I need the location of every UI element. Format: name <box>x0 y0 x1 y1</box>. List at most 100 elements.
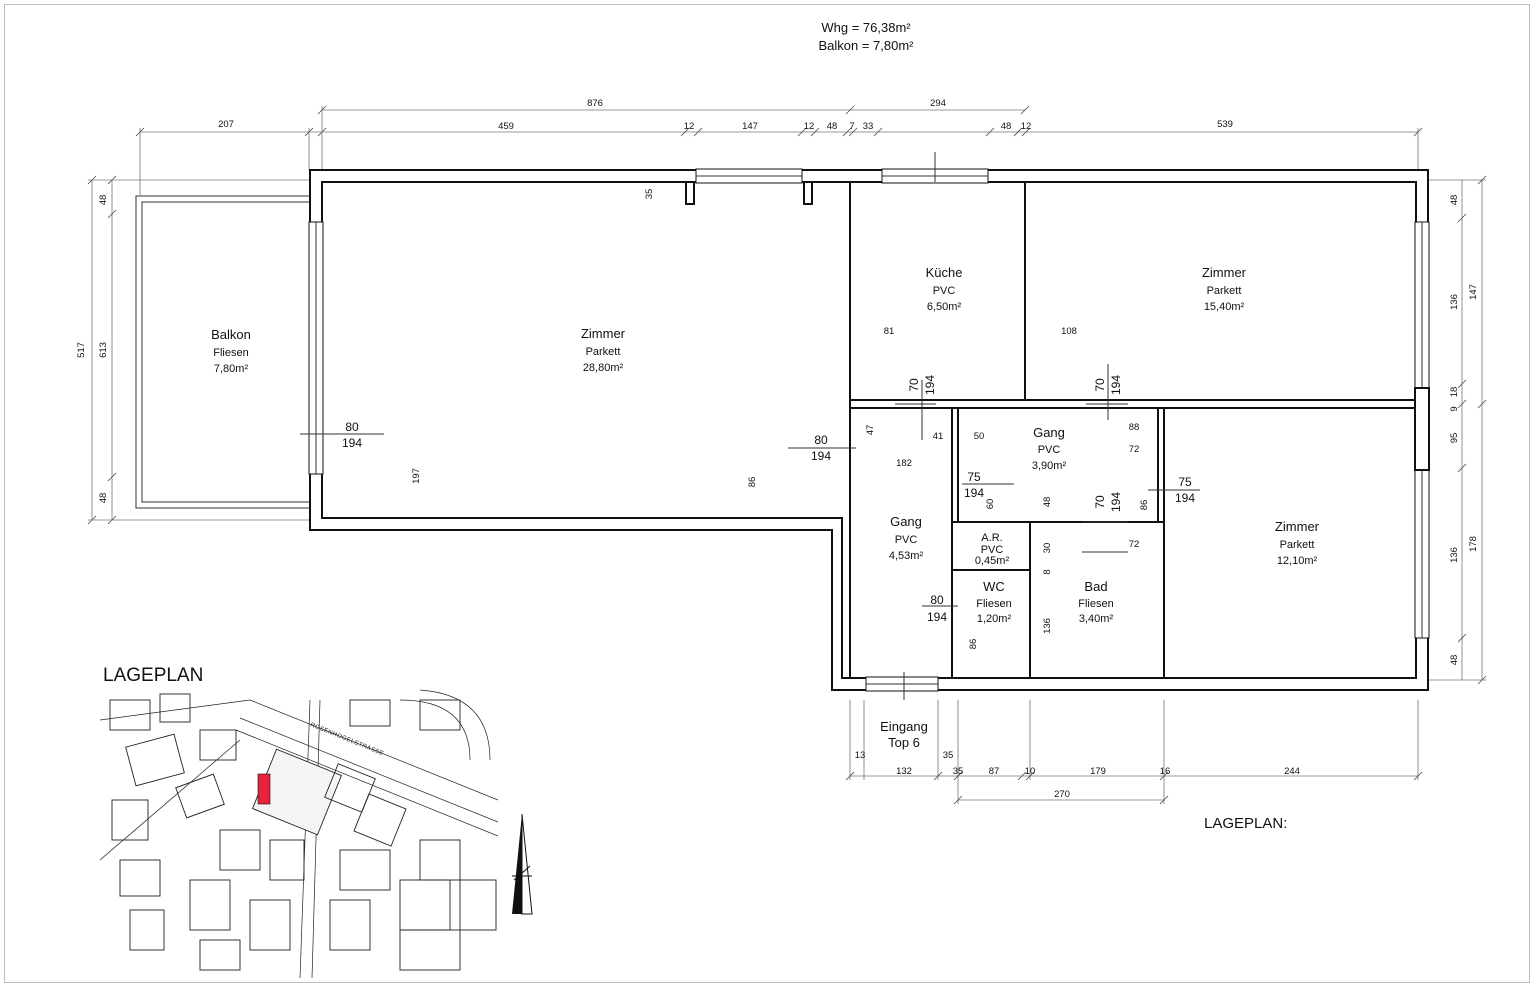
dim-left-48a: 48 <box>98 195 109 206</box>
idim-86b: 86 <box>1139 500 1150 511</box>
idim-48: 48 <box>1042 497 1053 508</box>
door3-h: 194 <box>923 375 937 395</box>
idim-72b: 72 <box>1129 539 1140 550</box>
idim-136: 136 <box>1042 618 1053 634</box>
dim-bottom-244: 244 <box>1284 766 1300 777</box>
door4-h: 194 <box>1109 375 1123 395</box>
svg-text:15,40m²: 15,40m² <box>1204 301 1245 313</box>
door5-w: 75 <box>967 470 981 484</box>
idim-41: 41 <box>933 431 944 442</box>
dim-left-517: 517 <box>76 342 87 358</box>
svg-text:PVC: PVC <box>933 285 956 297</box>
lageplan-title: LAGEPLAN <box>103 665 203 686</box>
svg-text:Top 6: Top 6 <box>888 735 920 750</box>
svg-text:PVC: PVC <box>981 544 1004 556</box>
idim-30: 30 <box>1042 543 1053 554</box>
svg-text:Zimmer: Zimmer <box>1202 265 1247 280</box>
idim-182: 182 <box>896 458 912 469</box>
summary-balkon: Balkon = 7,80m² <box>818 38 914 53</box>
idim-197: 197 <box>411 468 422 484</box>
north-arrow-icon <box>512 813 533 915</box>
dim-top-147: 147 <box>742 121 758 132</box>
svg-text:0,45m²: 0,45m² <box>975 555 1010 567</box>
dim-left-48b: 48 <box>98 493 109 504</box>
svg-text:Zimmer: Zimmer <box>1275 519 1320 534</box>
dim-bottom-35a: 35 <box>943 750 954 761</box>
svg-text:Gang: Gang <box>1033 425 1065 440</box>
dim-left-613: 613 <box>98 342 109 358</box>
dim-top-7: 7 <box>849 121 854 132</box>
inner-dimension-labels: 35 197 86 81 108 47 41 182 50 88 72 60 4… <box>411 189 1150 650</box>
svg-text:3,40m²: 3,40m² <box>1079 613 1114 625</box>
dim-top-876: 876 <box>587 98 603 109</box>
svg-text:3,90m²: 3,90m² <box>1032 460 1067 472</box>
svg-text:Fliesen: Fliesen <box>1078 598 1113 610</box>
idim-108: 108 <box>1061 326 1077 337</box>
svg-text:Zimmer: Zimmer <box>581 326 626 341</box>
door8-w: 80 <box>930 593 944 607</box>
door7-h: 194 <box>1109 492 1123 512</box>
right-dimensions: 48 136 147 18 9 95 136 178 48 <box>1428 175 1487 685</box>
dim-right-48b: 48 <box>1449 655 1460 666</box>
svg-text:4,53m²: 4,53m² <box>889 550 924 562</box>
door7-w: 70 <box>1093 495 1107 509</box>
dim-bottom-10: 10 <box>1025 766 1036 777</box>
dim-bottom-13: 13 <box>855 750 866 761</box>
idim-35: 35 <box>644 189 655 200</box>
svg-text:Parkett: Parkett <box>1280 539 1315 551</box>
svg-text:PVC: PVC <box>1038 444 1061 456</box>
room-ar: A.R. PVC 0,45m² <box>975 532 1010 567</box>
site-map: ROSENHOGELSTRASSE <box>100 686 498 978</box>
summary-whg: Whg = 76,38m² <box>821 20 911 35</box>
dim-right-136a: 136 <box>1449 294 1460 310</box>
lageplan-label-right: LAGEPLAN: <box>1204 815 1287 832</box>
interior-walls <box>849 182 1416 678</box>
dim-right-95: 95 <box>1449 433 1460 444</box>
svg-text:PVC: PVC <box>895 534 918 546</box>
svg-text:7,80m²: 7,80m² <box>214 363 249 375</box>
door5-h: 194 <box>964 486 984 500</box>
entrance-label: Eingang Top 6 <box>880 719 928 750</box>
door-labels: 80 194 80 194 70 194 70 194 75 194 75 19… <box>342 375 1195 624</box>
door1-w: 80 <box>345 420 359 434</box>
svg-text:Fliesen: Fliesen <box>213 347 248 359</box>
door2-h: 194 <box>811 449 831 463</box>
idim-86c: 86 <box>968 639 979 650</box>
door6-w: 75 <box>1178 475 1192 489</box>
windows <box>308 152 1430 700</box>
room-bad: Bad Fliesen 3,40m² <box>1078 579 1113 625</box>
dim-bottom-16: 16 <box>1160 766 1171 777</box>
room-wc: WC Fliesen 1,20m² <box>976 579 1011 625</box>
idim-88: 88 <box>1129 422 1140 433</box>
door-markers <box>300 364 1200 607</box>
idim-47: 47 <box>865 425 876 436</box>
room-gang-center: Gang PVC 3,90m² <box>1032 425 1067 472</box>
idim-81: 81 <box>884 326 895 337</box>
door8-h: 194 <box>927 610 947 624</box>
dim-bottom-35b: 35 <box>953 766 964 777</box>
dim-top-33: 33 <box>863 121 874 132</box>
idim-8: 8 <box>1042 569 1053 574</box>
svg-text:Küche: Küche <box>926 265 963 280</box>
top-dimensions: 876 294 207 459 12 147 12 48 7 33 <box>135 98 1423 195</box>
dim-right-147: 147 <box>1468 284 1479 300</box>
dim-right-48a: 48 <box>1449 195 1460 206</box>
dim-top-12b: 12 <box>804 121 815 132</box>
idim-86a: 86 <box>747 477 758 488</box>
svg-text:Eingang: Eingang <box>880 719 928 734</box>
svg-text:Parkett: Parkett <box>1207 285 1242 297</box>
room-zimmer-large: Zimmer Parkett 28,80m² <box>581 326 626 374</box>
svg-text:Balkon: Balkon <box>211 327 251 342</box>
bottom-dimensions: 13 132 35 35 87 10 179 16 244 270 <box>845 700 1423 805</box>
svg-text:12,10m²: 12,10m² <box>1277 555 1318 567</box>
svg-text:Parkett: Parkett <box>586 346 621 358</box>
room-kueche: Küche PVC 6,50m² <box>926 265 963 313</box>
dim-top-459: 459 <box>498 121 514 132</box>
door2-w: 80 <box>814 433 828 447</box>
svg-text:Gang: Gang <box>890 514 922 529</box>
dim-right-136b: 136 <box>1449 547 1460 563</box>
door4-w: 70 <box>1093 378 1107 392</box>
door6-h: 194 <box>1175 491 1195 505</box>
